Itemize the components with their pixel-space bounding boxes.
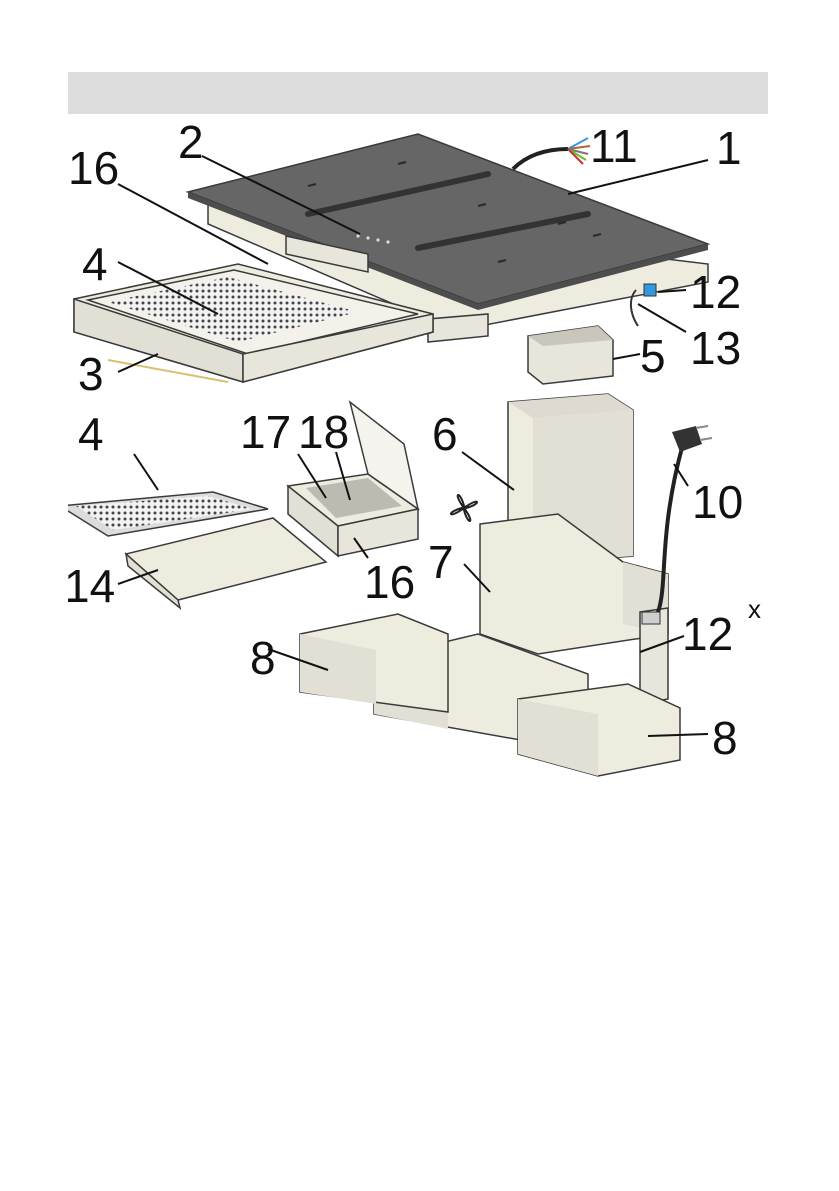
label-2: 2 — [178, 116, 204, 168]
label-4-top: 4 — [82, 238, 108, 290]
label-14: 14 — [68, 560, 115, 612]
label-17: 17 — [240, 406, 291, 458]
label-6: 6 — [432, 408, 458, 460]
label-8-right: 8 — [712, 712, 738, 764]
label-16-top: 16 — [68, 142, 119, 194]
label-12x: 12 — [682, 608, 733, 660]
header-bar — [68, 72, 768, 114]
label-18: 18 — [298, 406, 349, 458]
label-16-lower: 16 — [364, 556, 415, 608]
fan-icon — [451, 495, 477, 521]
label-7: 7 — [428, 536, 454, 588]
power-cable-wires — [513, 138, 590, 169]
label-5: 5 — [640, 330, 666, 382]
drip-tray — [126, 518, 326, 608]
exploded-parts-diagram: 2 16 4 3 11 1 12 13 5 4 17 18 6 10 16 7 … — [68, 114, 768, 786]
label-13: 13 — [690, 322, 741, 374]
label-12x-superscript: x — [748, 594, 761, 624]
label-11: 11 — [590, 120, 638, 172]
label-1: 1 — [716, 122, 742, 174]
label-10: 10 — [692, 476, 743, 528]
label-8-left: 8 — [250, 632, 276, 684]
label-4-lower: 4 — [78, 408, 104, 460]
label-3: 3 — [78, 348, 104, 400]
label-12: 12 — [690, 266, 741, 318]
